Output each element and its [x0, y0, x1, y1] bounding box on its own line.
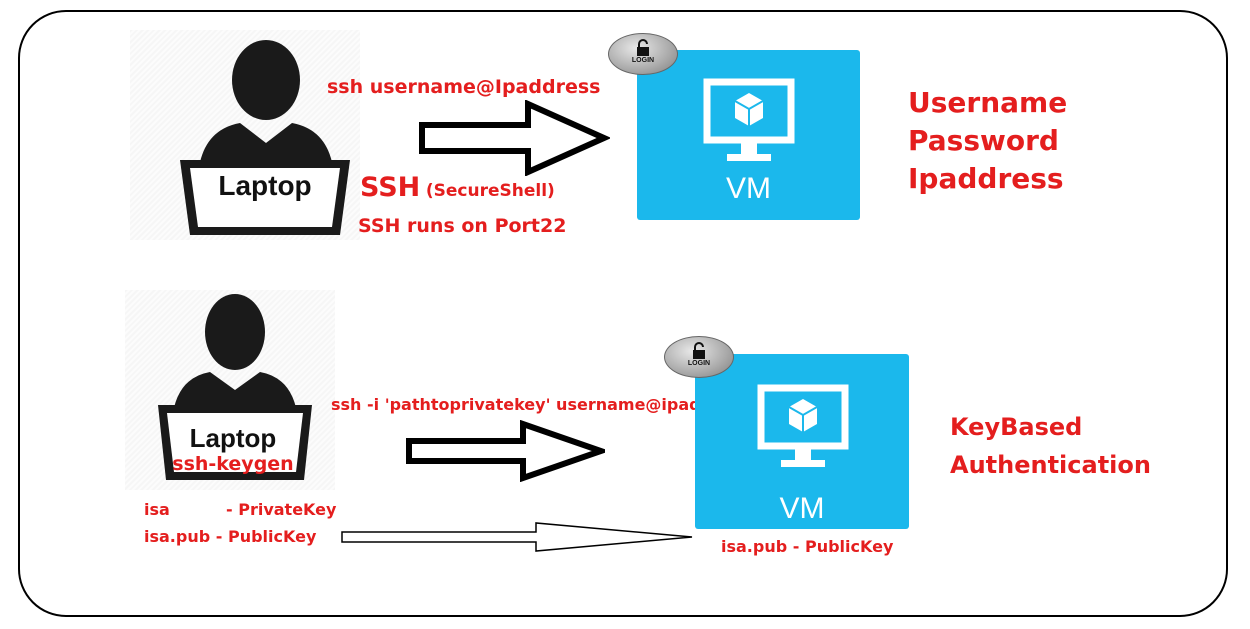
private-key-name: isa [144, 500, 170, 519]
ssh-title: SSH [360, 172, 421, 203]
laptop-icon [180, 160, 350, 235]
bottom-user-laptop-icon [158, 294, 312, 480]
bottom-laptop-label: Laptop [189, 423, 277, 453]
top-laptop-label: Laptop [218, 170, 312, 201]
top-laptop-label-box: Laptop [180, 170, 350, 210]
top-port-note: SSH runs on Port22 [358, 215, 567, 237]
public-key-line: isa.pub - PublicKey [144, 527, 317, 546]
auth-title: KeyBased Authentication [950, 408, 1151, 484]
monitor-icon [703, 78, 795, 161]
top-lock-label: LOGIN [631, 57, 655, 64]
keygen-label: ssh-keygen [172, 453, 294, 475]
credential-username: Username [908, 86, 1068, 119]
top-lock-icon: LOGIN [608, 33, 678, 75]
credential-ipaddress: Ipaddress [908, 162, 1064, 195]
person-icon [172, 294, 298, 420]
vm-public-key: isa.pub - PublicKey [721, 537, 894, 556]
private-key-desc: - PrivateKey [226, 500, 337, 519]
monitor-icon [757, 384, 849, 467]
top-vm-label: VM [726, 172, 771, 205]
bottom-lock-label: LOGIN [687, 360, 711, 367]
top-ssh-command: ssh username@Ipaddress [327, 76, 601, 98]
bottom-vm-label: VM [779, 492, 825, 525]
credential-password: Password [908, 124, 1059, 157]
cube-icon [788, 399, 818, 432]
person-icon [198, 40, 334, 175]
auth-title-line2: Authentication [950, 451, 1151, 479]
bottom-lock-icon: LOGIN [664, 336, 734, 378]
auth-title-line1: KeyBased [950, 413, 1083, 441]
bottom-arrow-icon [406, 420, 605, 482]
bottom-vm-tile: VM [695, 354, 909, 529]
top-credentials: Username Password Ipaddress [908, 84, 1067, 198]
private-key-line: isa - PrivateKey [144, 500, 336, 519]
diagram-frame [18, 10, 1228, 617]
ssh-subtitle: (SecureShell) [425, 181, 555, 201]
laptop-icon [158, 405, 312, 480]
bottom-ssh-command: ssh -i 'pathtoprivatekey' username@ipadd… [331, 395, 750, 414]
top-ssh-heading: SSH (SecureShell) [360, 172, 555, 203]
top-arrow-icon [419, 100, 610, 176]
cube-icon [734, 93, 764, 126]
top-user-laptop-icon [180, 40, 350, 235]
top-vm-tile: VM [637, 50, 860, 220]
bottom-laptop-label-box: Laptop ssh-keygen [158, 423, 308, 483]
public-key-arrow-icon [341, 522, 693, 552]
